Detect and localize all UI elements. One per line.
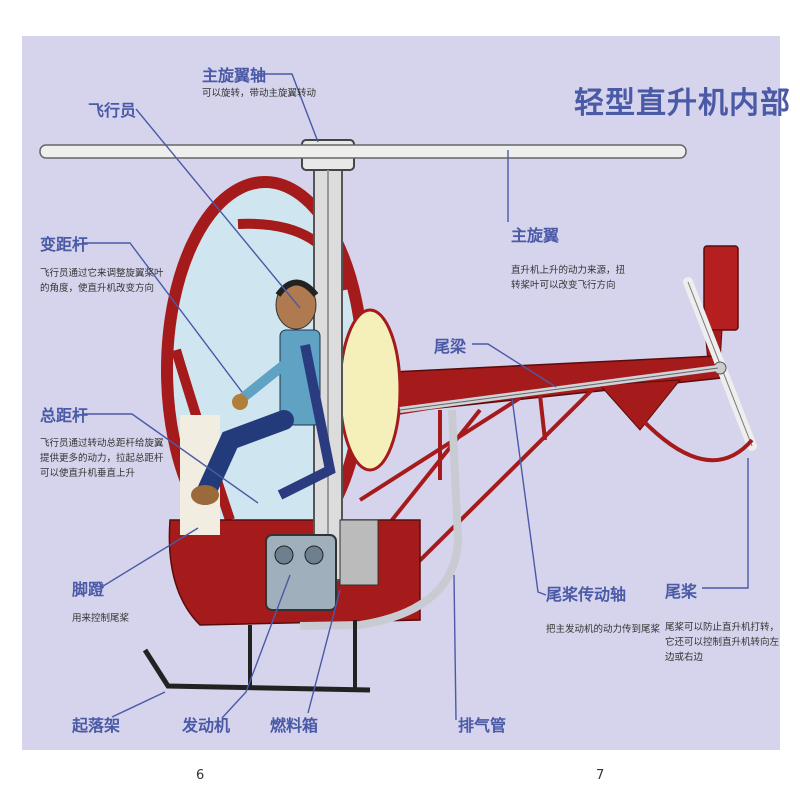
page-number-left: 6	[196, 768, 205, 783]
collective-stick-desc: 飞行员通过转动总距杆给旋翼 提供更多的动力，拉起总距杆 可以使直升机垂直上升	[40, 438, 164, 479]
main-rotor-shaft-desc: 可以旋转，带动主旋翼转动	[202, 88, 317, 99]
leader-lines	[82, 73, 749, 721]
cyclic-stick-label: 变距杆	[40, 235, 89, 254]
tail-rotor-label: 尾桨	[665, 582, 698, 601]
landing-gear-label: 起落架	[72, 716, 121, 735]
main-rotor-desc: 直升机上升的动力来源，扭 转桨叶可以改变飞行方向	[511, 265, 626, 291]
main-rotor-shaft-label: 主旋翼轴	[202, 66, 267, 85]
pilot-figure	[191, 279, 321, 505]
main-rotor-blades	[39, 144, 687, 159]
tail-rotor-desc: 尾桨可以防止直升机打转， 它还可以控制直升机转向左 边或右边	[665, 622, 780, 663]
main-rotor-label: 主旋翼	[511, 226, 560, 245]
collective-stick-label: 总距杆	[40, 406, 89, 425]
page-title: 轻型直升机内部	[574, 86, 791, 121]
tail-rotor-drive-shaft-desc: 把主发动机的动力传到尾桨	[546, 624, 661, 635]
tail-rotor-drive-shaft-label: 尾桨传动轴	[546, 585, 627, 604]
engine-label: 发动机	[182, 716, 231, 735]
seat	[277, 344, 336, 500]
exhaust-pipe-label: 排气管	[458, 716, 507, 735]
cyclic-stick-desc: 飞行员通过它来调整旋翼桨叶 的角度，使直升机改变方向	[40, 268, 164, 294]
pedals-label: 脚蹬	[72, 580, 105, 599]
page-number-right: 7	[596, 768, 605, 783]
pilot-label: 飞行员	[88, 101, 137, 120]
landing-gear-shape	[142, 620, 371, 693]
pedals-desc: 用来控制尾桨	[72, 613, 130, 624]
tail-boom-label: 尾梁	[434, 337, 467, 356]
fuel-tank-shape	[338, 308, 402, 472]
fuel-tank-label: 燃料箱	[270, 716, 319, 735]
exhaust-pipe-shape	[299, 409, 463, 630]
